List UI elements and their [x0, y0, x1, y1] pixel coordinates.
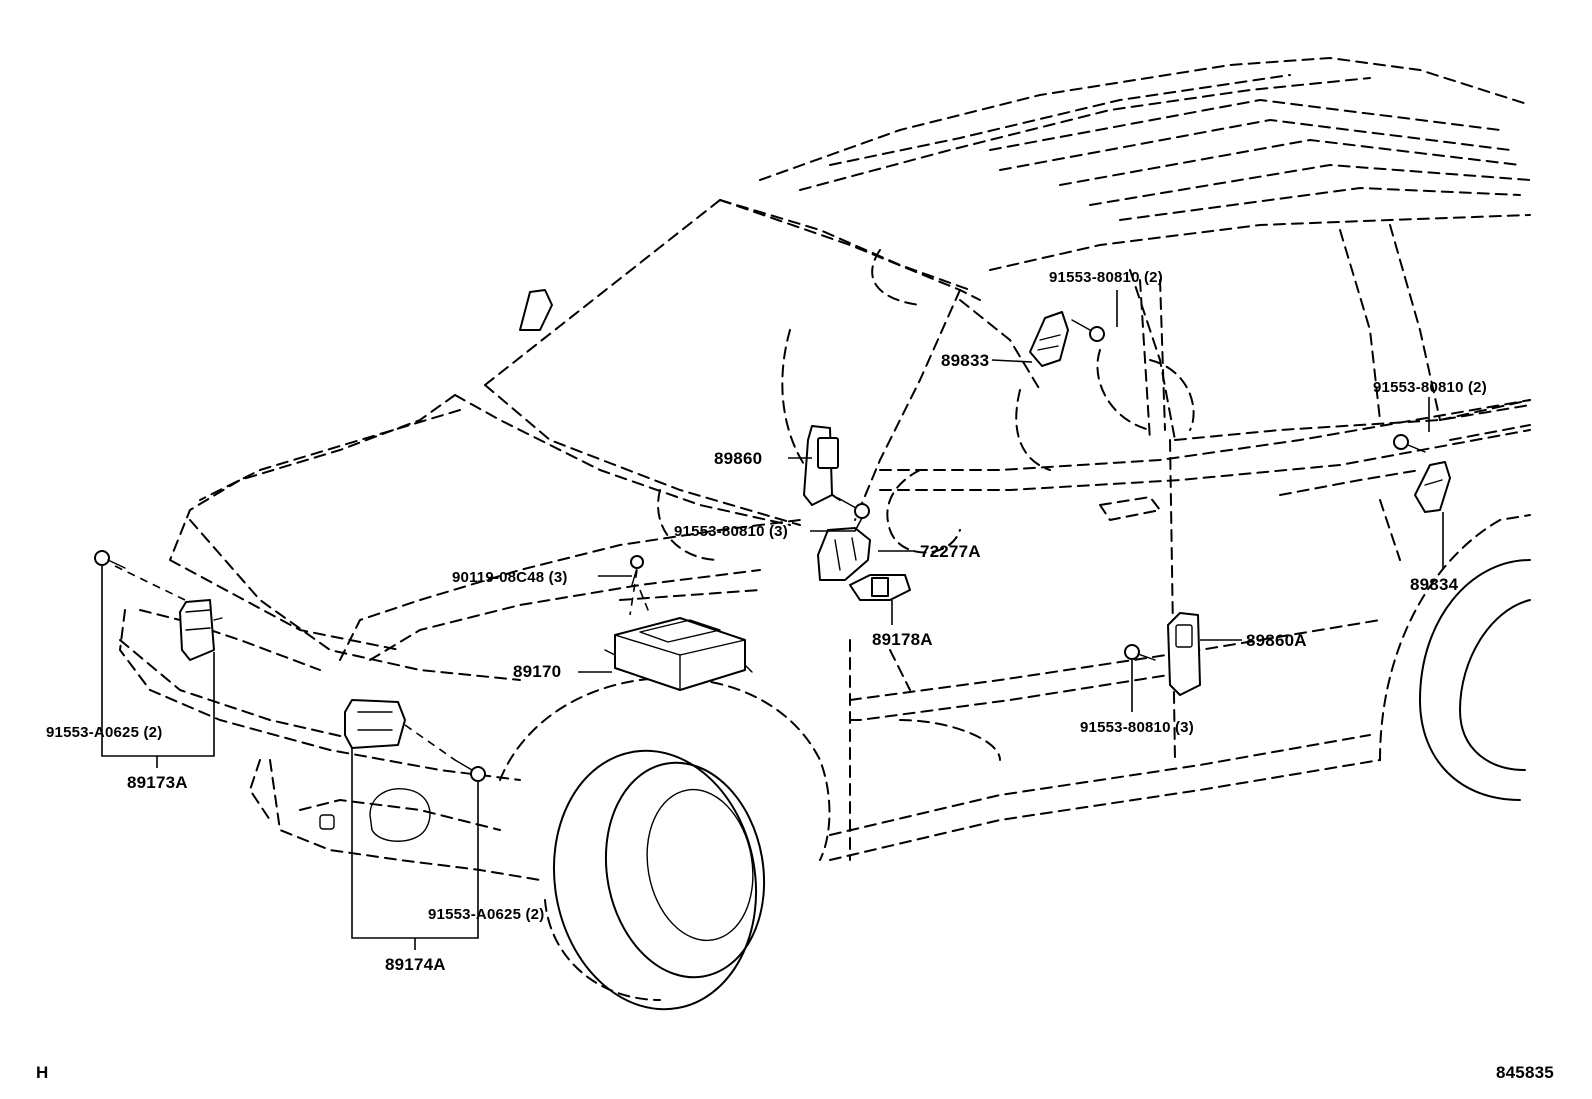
bolt-90119 [630, 555, 644, 586]
label-89174A: 89174A [385, 955, 446, 974]
diagram-number: 845835 [1496, 1063, 1554, 1082]
bolt-89860A [1124, 644, 1156, 661]
label-89173A: 89173A [127, 773, 188, 792]
label-90119-08C48: 90119-08C48 (3) [452, 569, 568, 586]
label-89178A: 89178A [872, 630, 933, 649]
leader-lines [101, 290, 1444, 950]
bolt-front [454, 759, 486, 782]
label-91553-80810-right: 91553-80810 (2) [1373, 379, 1487, 396]
label-72277A: 72277A [920, 542, 981, 561]
sensor-89833 [1029, 311, 1069, 367]
label-91553-A0625-low: 91553-A0625 (2) [428, 906, 544, 923]
sensor-89174A [344, 699, 406, 749]
label-91553-80810-top: 91553-80810 (2) [1049, 269, 1163, 286]
label-89834: 89834 [1410, 575, 1459, 594]
section-code: H [36, 1063, 48, 1082]
label-89860: 89860 [714, 449, 762, 468]
sensor-89834 [1414, 461, 1451, 513]
label-91553-A0625-left: 91553-A0625 (2) [46, 724, 162, 741]
connector-89178A [849, 574, 911, 601]
bolt-left [94, 550, 126, 569]
ecu-89170 [604, 617, 753, 691]
bolt-89860 [837, 497, 870, 519]
label-91553-80810-mid: 91553-80810 (3) [674, 523, 788, 540]
sensor-89860A [1167, 612, 1201, 696]
footer: H 845835 [36, 1063, 1554, 1082]
sensor-89860 [803, 425, 839, 506]
parts [94, 311, 1451, 782]
bolt-89833 [1071, 319, 1105, 342]
bolt-right-upper [1393, 434, 1426, 453]
label-89170: 89170 [513, 662, 561, 681]
label-91553-80810-low: 91553-80810 (3) [1080, 719, 1194, 736]
label-89833: 89833 [941, 351, 989, 370]
part-labels: 91553-80810 (2) 89833 89860 91553-80810 … [46, 269, 1487, 974]
bracket-72277A [817, 527, 871, 581]
label-89860A: 89860A [1246, 631, 1307, 650]
sensor-89173A [179, 599, 223, 661]
